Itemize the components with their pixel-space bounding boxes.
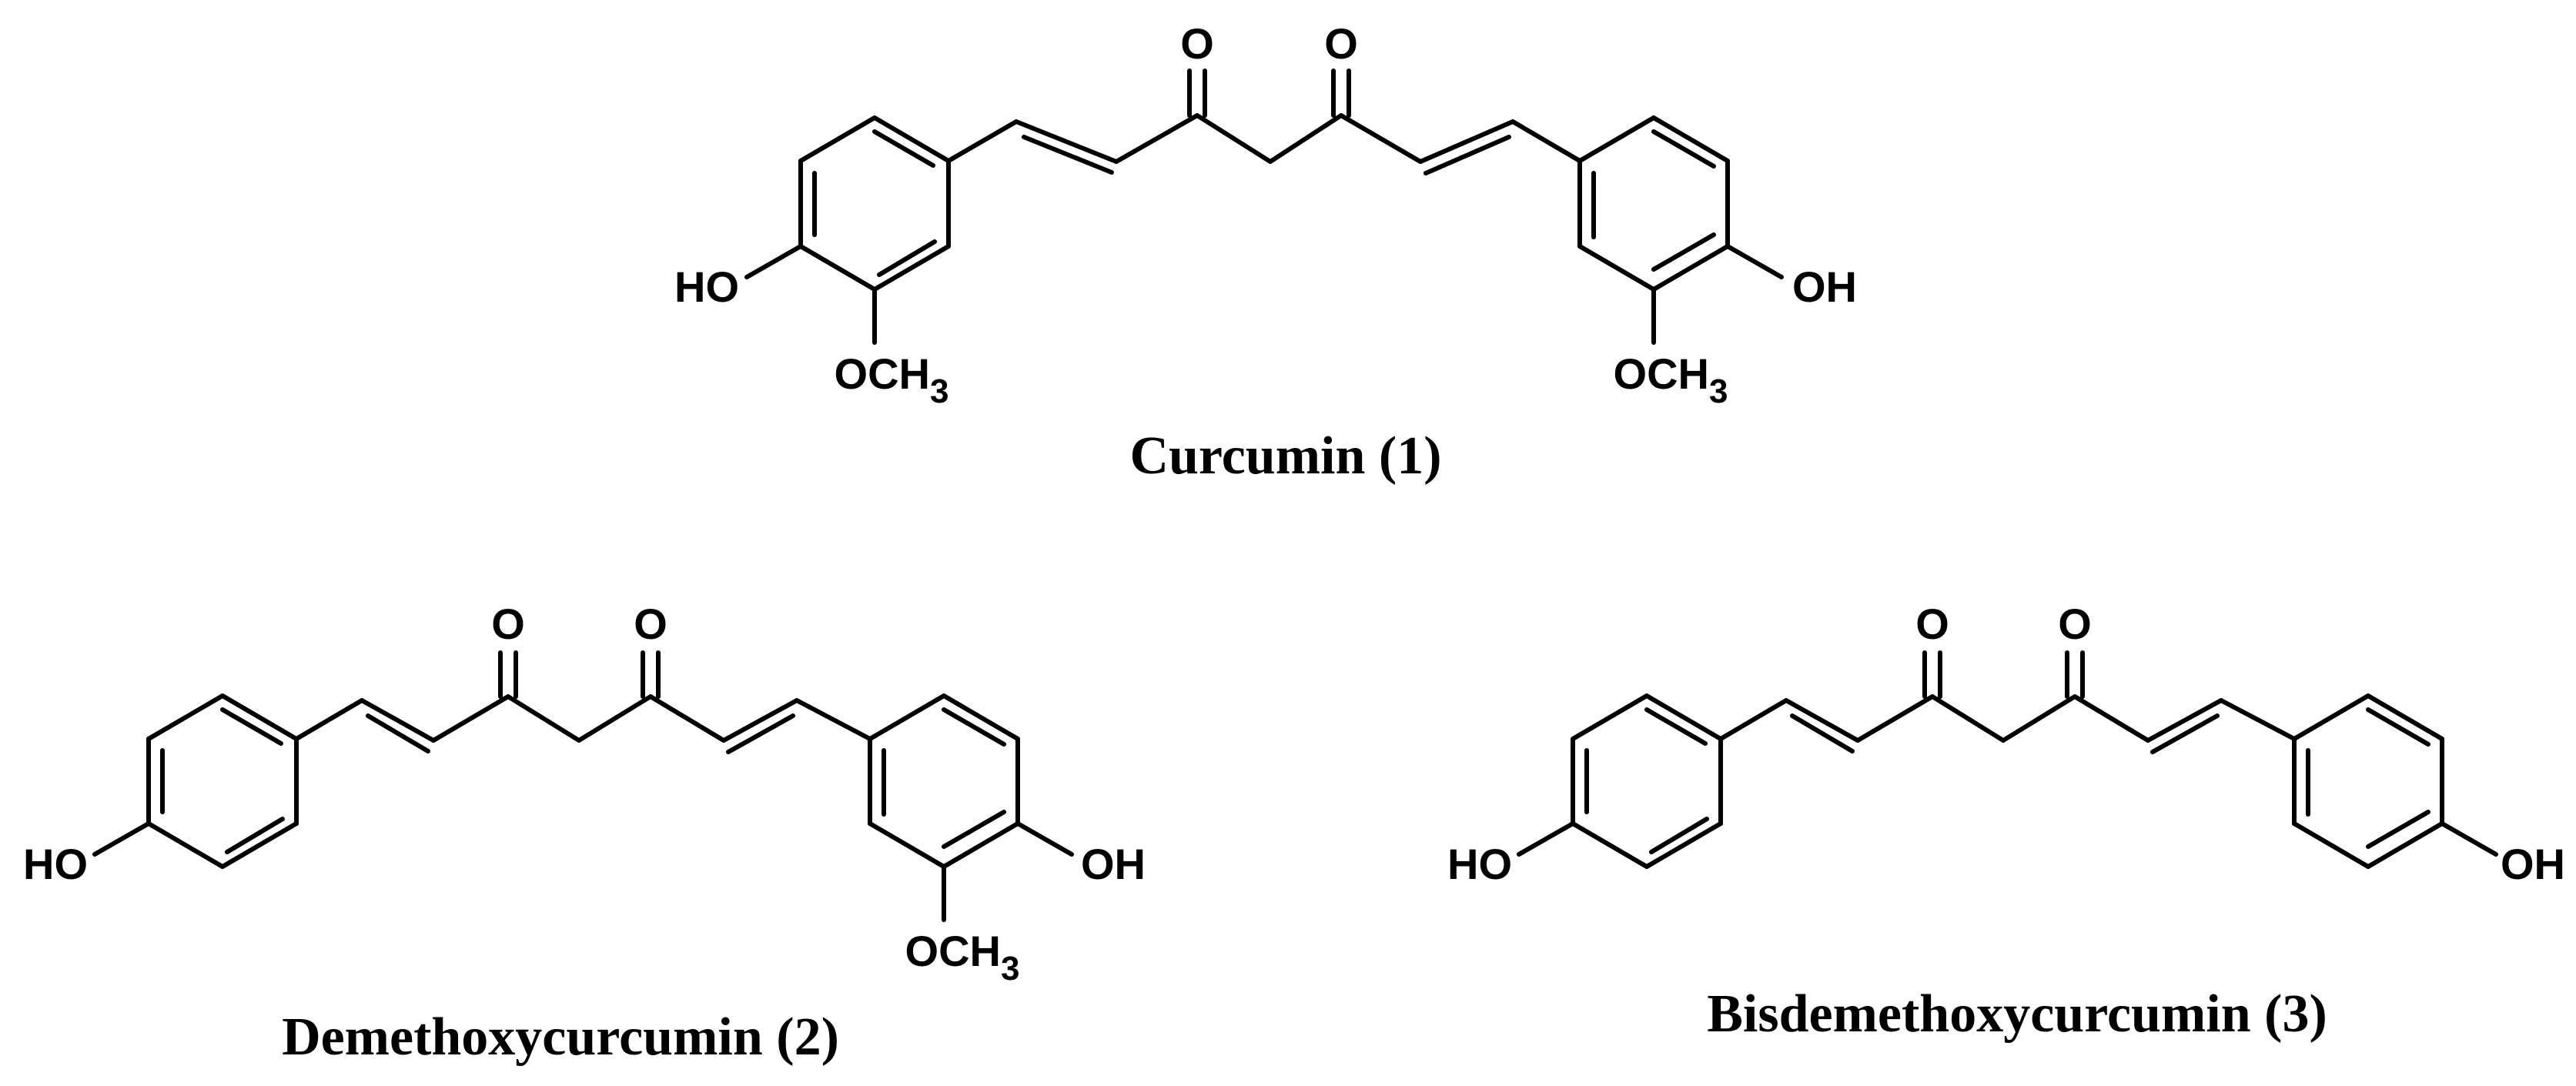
left-aromatic-ring [1571, 693, 1723, 869]
caption-demethoxycurcumin: Demethoxycurcumin (2) [282, 1007, 839, 1067]
left-aromatic-ring [798, 115, 951, 292]
caption-bisdemethoxycurcumin: Bisdemethoxycurcumin (3) [1707, 984, 2327, 1044]
hydroxyl-label-right: OH [1081, 840, 1146, 888]
hydroxyl-label-left: HO [23, 840, 88, 888]
caption-curcumin: Curcumin (1) [1129, 426, 1441, 486]
right-aromatic-ring [2292, 693, 2444, 869]
carbonyl-oxygen-right: O [634, 600, 667, 648]
molecule-bisdemethoxycurcumin: HO O O [1447, 600, 2565, 1044]
hydroxyl-label-left: HO [674, 262, 739, 311]
methoxy-label-left: OCH3 [835, 349, 949, 410]
molecule-demethoxycurcumin: HO O O [23, 600, 1146, 1067]
diketone-chain [1718, 650, 2297, 754]
diketone-chain [294, 650, 872, 754]
carbonyl-oxygen-left: O [491, 600, 525, 648]
right-aromatic-ring [868, 693, 1020, 869]
carbonyl-oxygen-right: O [2058, 600, 2092, 648]
carbonyl-oxygen-left: O [1180, 19, 1214, 68]
hydroxyl-label-right: OH [2501, 840, 2565, 888]
methoxy-label-right: OCH3 [905, 927, 1020, 987]
left-aromatic-ring [146, 693, 299, 869]
molecule-curcumin: HO OCH3 O O [674, 19, 1857, 486]
right-aromatic-ring [1577, 115, 1730, 292]
hydroxyl-label-left: HO [1447, 840, 1512, 888]
diketone-chain [946, 69, 1582, 175]
carbonyl-oxygen-left: O [1915, 600, 1949, 648]
methoxy-label-right: OCH3 [1614, 349, 1728, 410]
hydroxyl-label-right: OH [1792, 262, 1857, 311]
carbonyl-oxygen-right: O [1324, 19, 1358, 68]
